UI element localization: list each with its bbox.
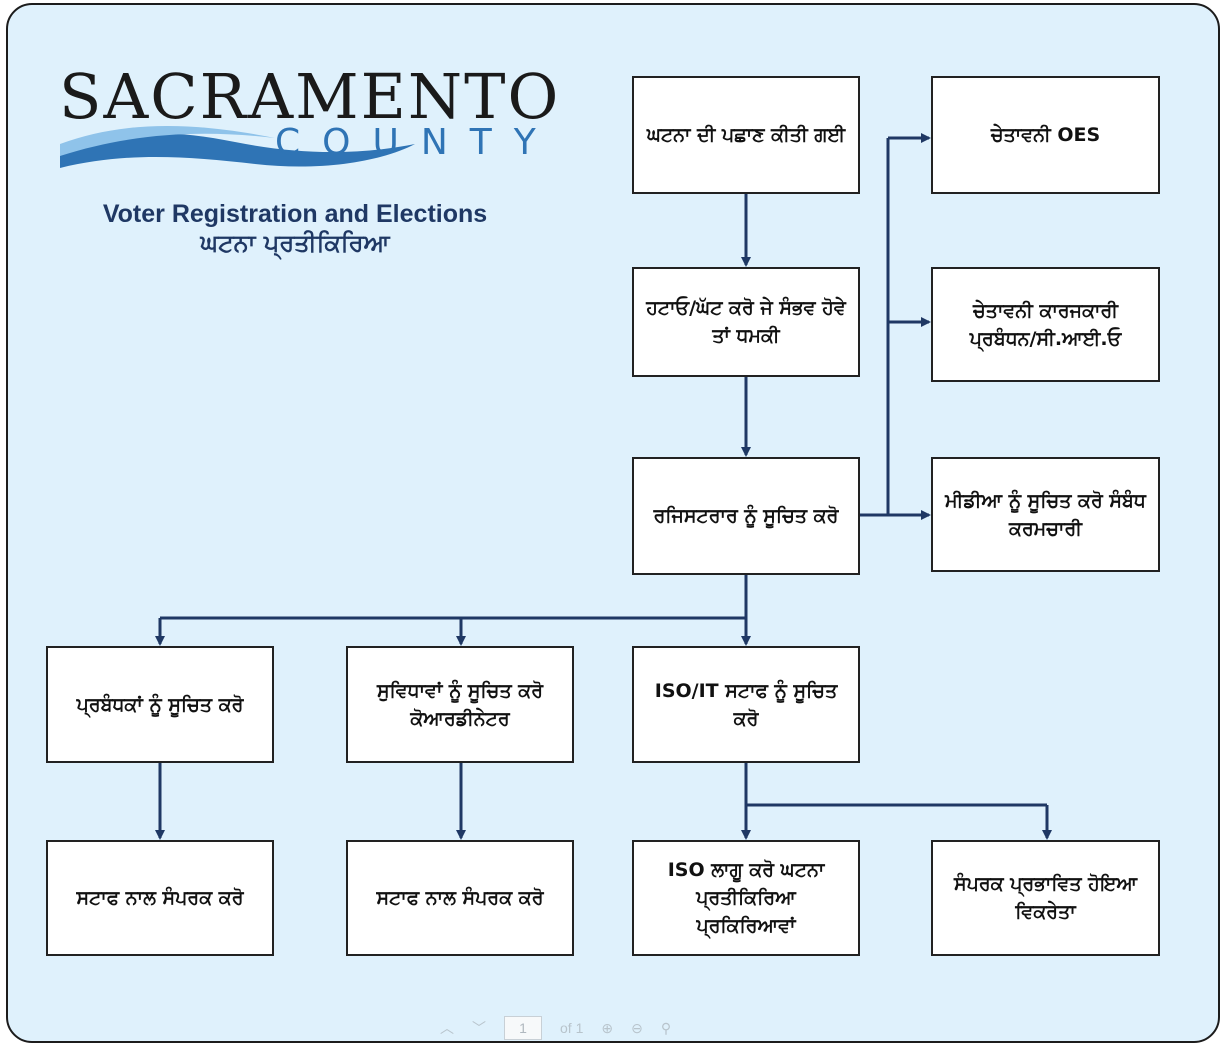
box-incident-identified: ਘਟਨਾ ਦੀ ਪਛਾਣ ਕੀਤੀ ਗਈ — [632, 76, 860, 194]
box-notify-iso: ISO/IT ਸਟਾਫ ਨੂੰ ਸੂਚਿਤ ਕਰੋ — [632, 646, 860, 763]
box-contact-staff-1: ਸਟਾਫ ਨਾਲ ਸੰਪਰਕ ਕਰੋ — [46, 840, 274, 956]
page-title: Voter Registration and Elections ਘਟਨਾ ਪ੍… — [40, 200, 550, 258]
chevron-down-icon[interactable]: ﹀ — [472, 1020, 486, 1036]
box-remove-threat: ਹਟਾਓ/ਘੱਟ ਕਰੋ ਜੇ ਸੰਭਵ ਹੋਵੇ ਤਾਂ ਧਮਕੀ — [632, 267, 860, 377]
county-logo: SACRAMENTO COUNTY — [55, 60, 558, 180]
logo-wordmark: SACRAMENTO — [59, 60, 561, 133]
zoom-out-icon[interactable]: ⊖ — [631, 1019, 643, 1036]
box-iso-procedures: ISO ਲਾਗੂ ਕਰੋ ਘਟਨਾ ਪ੍ਰਤੀਕਿਰਿਆ ਪ੍ਰਕਿਰਿਆਵਾਂ — [632, 840, 860, 956]
page-number-input[interactable]: 1 — [504, 1016, 542, 1040]
box-notify-registrar: ਰਜਿਸਟਰਾਰ ਨੂੰ ਸੂਚਿਤ ਕਰੋ — [632, 457, 860, 575]
box-alert-exec: ਚੇਤਾਵਨੀ ਕਾਰਜਕਾਰੀ ਪ੍ਰਬੰਧਨ/ਸੀ.ਆਈ.ਓ — [931, 267, 1160, 382]
page-count-label: of 1 — [560, 1020, 584, 1036]
box-notify-facilities: ਸੁਵਿਧਾਵਾਂ ਨੂੰ ਸੂਚਿਤ ਕਰੋ ਕੋਆਰਡੀਨੇਟਰ — [346, 646, 574, 763]
search-icon[interactable]: ⚲ — [660, 1019, 672, 1036]
box-contact-staff-2: ਸਟਾਫ ਨਾਲ ਸੰਪਰਕ ਕਰੋ — [346, 840, 574, 956]
title-english: Voter Registration and Elections — [102, 200, 488, 228]
pdf-pager: ︿ ﹀ 1 of 1 ⊕ ⊖ ⚲ — [440, 1016, 800, 1040]
logo-county-text: COUNTY — [275, 122, 558, 163]
box-notify-managers: ਪ੍ਰਬੰਧਕਾਂ ਨੂੰ ਸੂਚਿਤ ਕਰੋ — [46, 646, 274, 763]
logo-wave-icon — [60, 125, 415, 168]
box-notify-media: ਮੀਡੀਆ ਨੂੰ ਸੂਚਿਤ ਕਰੋ ਸੰਬੰਧ ਕਰਮਚਾਰੀ — [931, 457, 1160, 572]
box-alert-oes: ਚੇਤਾਵਨੀ OES — [931, 76, 1160, 194]
chevron-up-icon[interactable]: ︿ — [440, 1020, 454, 1036]
zoom-in-icon[interactable]: ⊕ — [601, 1019, 614, 1036]
title-punjabi: ਘਟਨਾ ਪ੍ਰਤੀਕਿਰਿਆ — [200, 229, 390, 257]
box-contact-vendor: ਸੰਪਰਕ ਪ੍ਰਭਾਵਿਤ ਹੋਇਆ ਵਿਕਰੇਤਾ — [931, 840, 1160, 956]
